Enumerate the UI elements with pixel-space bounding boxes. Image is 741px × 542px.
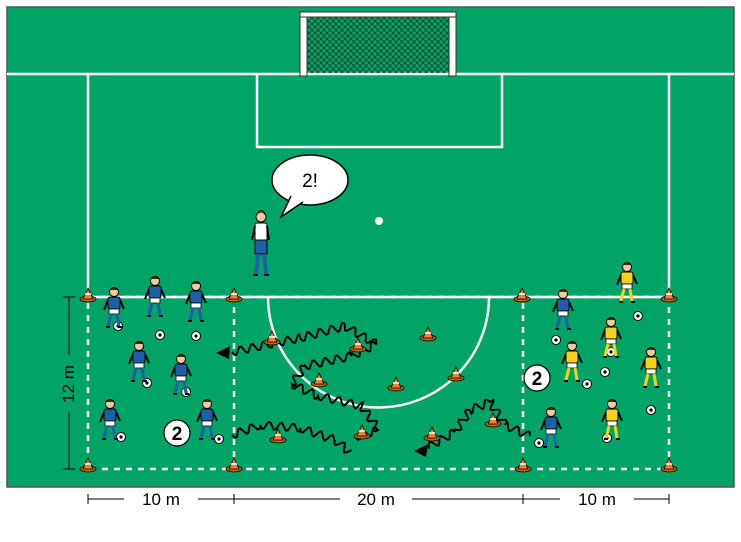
ball-icon <box>117 433 126 442</box>
goal-net-icon <box>300 12 456 76</box>
middle-width-label: 20 m <box>357 490 395 509</box>
ball-icon <box>192 332 201 341</box>
ball-icon <box>583 380 592 389</box>
zone-right-badge: 2 <box>524 365 550 391</box>
ball-icon <box>634 312 643 321</box>
zone-left-number: 2 <box>172 424 183 445</box>
height-label: 12 m <box>59 365 78 403</box>
left-width-label: 10 m <box>142 490 180 509</box>
ball-icon <box>535 439 544 448</box>
zone-right-number: 2 <box>532 369 543 390</box>
ball-icon <box>601 368 610 377</box>
ball-icon <box>552 336 561 345</box>
ball-icon <box>156 331 165 340</box>
ball-icon <box>215 435 224 444</box>
ball-icon <box>647 406 656 415</box>
right-width-label: 10 m <box>578 490 616 509</box>
coach-call: 2! <box>302 171 318 192</box>
zone-left-badge: 2 <box>164 420 190 446</box>
penalty-spot <box>375 217 383 225</box>
